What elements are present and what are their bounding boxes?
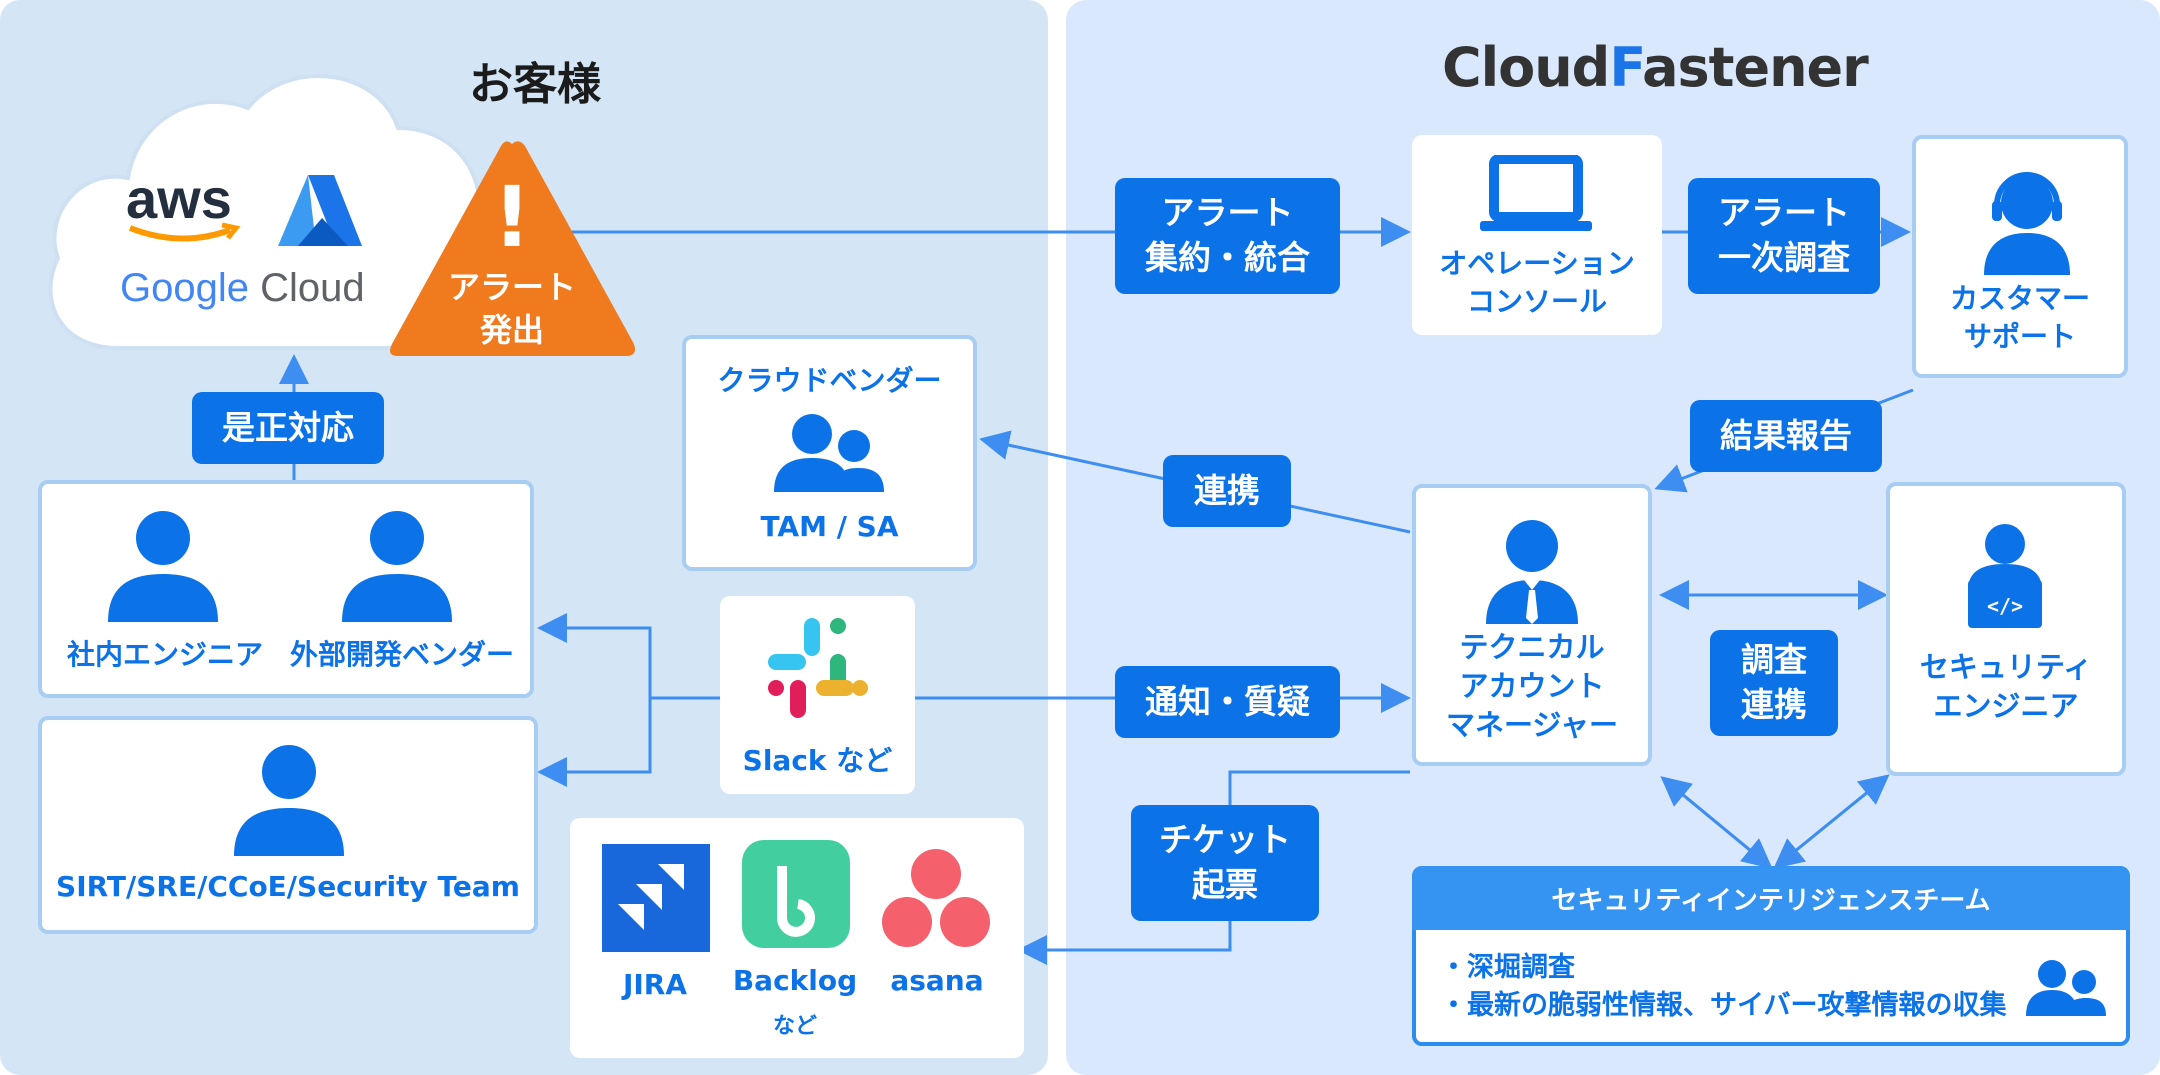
asana-label: asana: [890, 964, 984, 997]
laptop-icon: [1480, 155, 1592, 231]
intel-team-title: セキュリティインテリジェンスチーム: [1412, 866, 2130, 930]
backlog-icon: [742, 840, 850, 948]
google-word: Google: [120, 266, 249, 310]
cooperate-badge: 連携: [1163, 455, 1291, 527]
engineer-laptop-icon: </>: [1968, 524, 2042, 628]
jira-label: JIRA: [622, 968, 688, 1001]
cloud-word: Cloud: [260, 266, 365, 310]
logo-text-f: F: [1609, 36, 1643, 99]
notify-badge: 通知・質疑: [1115, 666, 1340, 738]
security-engineer-label: セキュリティ エンジニア: [1919, 650, 2093, 724]
sirt-label: SIRT/SRE/CCoE/Security Team: [56, 870, 520, 903]
alert-aggregate-badge: アラート 集約・統合: [1115, 178, 1340, 294]
ops-console-card: [1412, 135, 1662, 335]
azure-icon: [278, 175, 362, 246]
ops-console-label: オペレーション コンソール: [1439, 247, 1635, 318]
result-report-badge: 結果報告: [1690, 400, 1882, 472]
intel-item-1: ・深堀調査: [1440, 952, 1575, 983]
aws-smile-icon: [128, 222, 241, 242]
businessman-icon: [1486, 520, 1578, 624]
customer-title: お客様: [469, 59, 601, 110]
group-icon: [774, 414, 884, 492]
slack-icon: [768, 618, 868, 718]
google-cloud-logo: Google Cloud: [120, 266, 365, 311]
external-vendor-label: 外部開発ベンダー: [289, 638, 514, 671]
internal-engineer-label: 社内エンジニア: [66, 638, 263, 671]
tam-label: テクニカル アカウント マネージャー: [1446, 630, 1618, 743]
headset-person-icon: [1984, 172, 2070, 275]
external-vendor-icon: [342, 511, 452, 622]
svg-text:</>: </>: [1987, 594, 2023, 618]
logo-text-cloud: Cloud: [1442, 36, 1610, 99]
ticket-badge: チケット 起票: [1131, 805, 1319, 921]
alert-exclamation: !: [492, 168, 532, 266]
slack-label: Slack など: [742, 744, 893, 777]
tam-sa-label: TAM / SA: [760, 510, 899, 543]
cloud-vendor-title: クラウドベンダー: [717, 364, 942, 397]
intel-group-icon: [2026, 960, 2106, 1016]
alert-first-check-badge: アラート 一次調査: [1688, 178, 1880, 294]
jira-icon: [602, 844, 710, 952]
internal-engineer-icon: [108, 511, 218, 622]
investigate-badge: 調査 連携: [1710, 630, 1838, 736]
backlog-label: Backlog: [732, 964, 858, 997]
alert-triangle-icon: [390, 141, 635, 356]
tools-etc-label: など: [772, 1014, 817, 1039]
cloudfastener-logo: CloudFastener: [1442, 36, 1869, 99]
intel-item-2: ・最新の脆弱性情報、サイバー攻撃情報の収集: [1440, 990, 2007, 1021]
customer-support-label: カスタマー サポート: [1949, 282, 2090, 353]
asana-icon: [882, 849, 990, 947]
aws-logo: aws: [126, 167, 232, 230]
logo-text-fastener: astener: [1642, 36, 1869, 99]
cloud-vendor-card: [682, 335, 977, 571]
alert-issued-label: アラート 発出: [447, 268, 576, 350]
remediation-badge: 是正対応: [192, 392, 384, 464]
sirt-person-icon: [234, 745, 344, 856]
